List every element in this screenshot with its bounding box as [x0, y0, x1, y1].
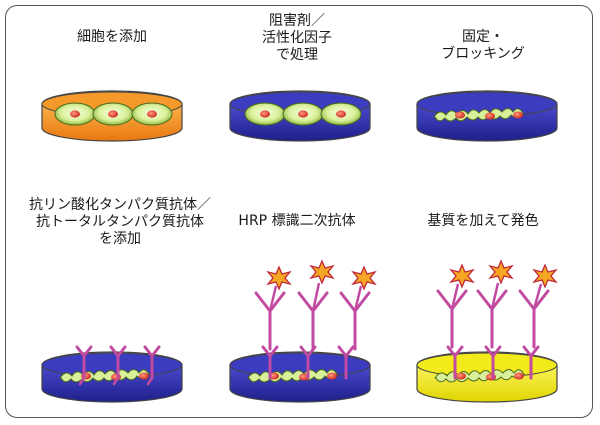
dish-3: [416, 90, 558, 142]
secondary-antibody: [254, 291, 286, 351]
dish-5: [229, 260, 376, 403]
dish-6: [416, 260, 558, 403]
dish-2: [229, 90, 371, 142]
step5-label: HRP 標識二次抗体: [238, 213, 356, 229]
hrp-star: [267, 266, 291, 290]
secondary-antibody: [339, 291, 371, 351]
hrp-star: [489, 260, 513, 284]
hrp-star: [352, 266, 376, 290]
step3-label: 固定・ブロッキング: [441, 29, 525, 62]
diagram-frame: [5, 5, 593, 418]
dish-4: [41, 345, 183, 403]
step1-label: 細胞を添加: [77, 29, 147, 45]
hrp-star: [310, 260, 334, 284]
step4-label: 抗リン酸化タンパク質抗体／抗トータルタンパク質抗体を添加: [29, 197, 211, 247]
step2-label: 阻害剤／活性化因子で処理: [262, 13, 332, 63]
step6-label: 基質を加えて発色: [427, 213, 539, 229]
secondary-antibody: [297, 291, 329, 351]
hrp-star: [450, 264, 474, 288]
hrp-star: [533, 264, 557, 288]
dish-1: [41, 90, 183, 142]
